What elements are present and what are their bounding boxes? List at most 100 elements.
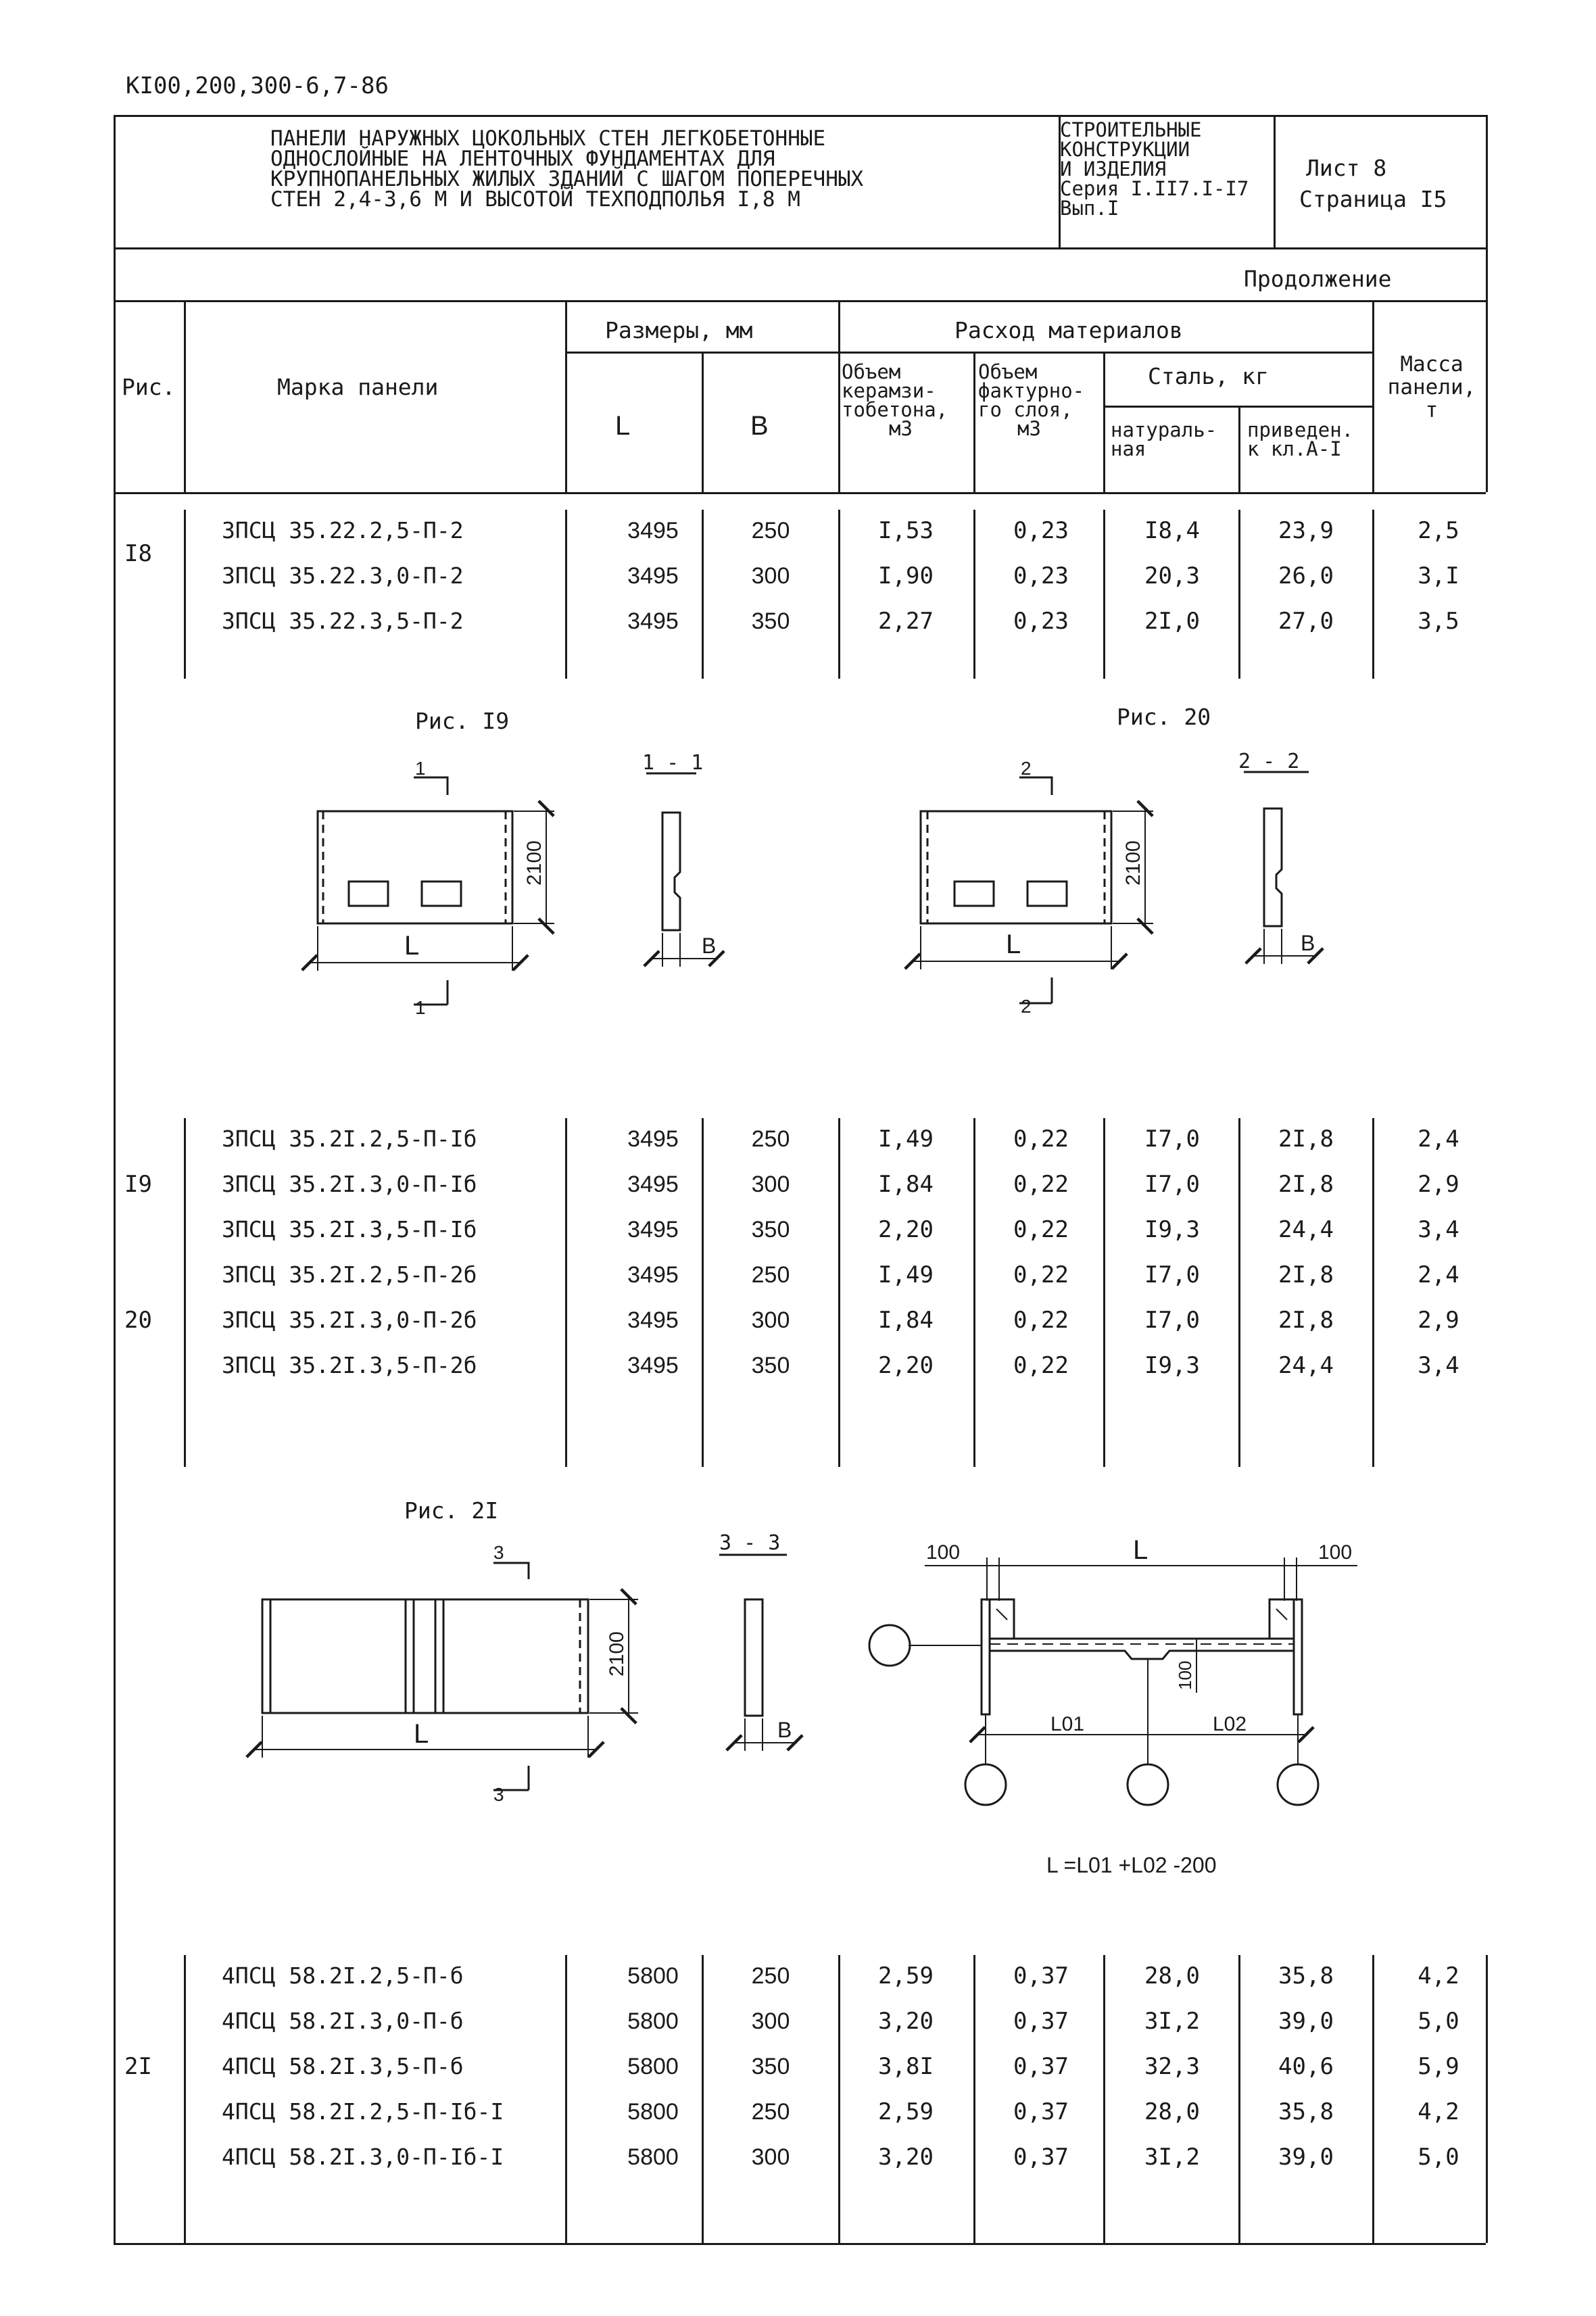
- fig20-height-dim: 2100: [1122, 840, 1144, 886]
- table-cell: 2,20: [878, 1352, 934, 1379]
- rule-line: [565, 510, 567, 679]
- table-cell: 3495: [627, 1217, 679, 1243]
- table-cell: 300: [751, 563, 790, 589]
- rule-line: [114, 510, 116, 679]
- fig19-caption: Рис. I9: [415, 708, 509, 734]
- series-line: Серия I.II7.I-I7: [1060, 177, 1249, 200]
- rule-line: [1059, 115, 1061, 247]
- rule-line: [1372, 300, 1374, 492]
- header-mass: Масса панели, т: [1378, 353, 1486, 422]
- rule-line: [114, 300, 1486, 302]
- table-cell: 250: [751, 2099, 790, 2125]
- plan-formula: L =L01 +L02 -200: [1046, 1853, 1216, 1877]
- sheet-number: Лист 8: [1306, 155, 1387, 181]
- figure-number: I9: [124, 1171, 152, 1198]
- fig20-thickness-dim: B: [1301, 931, 1315, 955]
- header-sizes: Размеры, мм: [605, 317, 753, 343]
- plan-dim-mid: 100: [1175, 1661, 1195, 1690]
- panel-mark-cell: 3ПСЦ 35.2I.3,0-П-Iб: [222, 1171, 477, 1197]
- table-cell: 2I,8: [1278, 1171, 1334, 1198]
- panel-mark-cell: 3ПСЦ 35.22.3,0-П-2: [222, 562, 464, 589]
- fig21-thickness-dim: B: [777, 1718, 792, 1742]
- fig21-cut-top: 3: [493, 1542, 504, 1563]
- table-cell: 0,22: [1013, 1126, 1069, 1153]
- table-cell: 3495: [627, 563, 679, 589]
- series-line: И ИЗДЕЛИЯ: [1060, 158, 1167, 180]
- header-line: приведен.: [1247, 418, 1354, 441]
- table-cell: 3,I: [1418, 562, 1459, 589]
- rule-line: [184, 1955, 186, 2243]
- fig19-section-label: 1 - 1: [642, 751, 703, 775]
- fig20-section: [1244, 771, 1324, 965]
- header-L: L: [615, 411, 631, 441]
- rule-line: [1238, 406, 1240, 492]
- table-cell: 0,22: [1013, 1307, 1069, 1334]
- fig20-section-label: 2 - 2: [1238, 750, 1299, 773]
- panel-mark-cell: 3ПСЦ 35.22.2,5-П-2: [222, 517, 464, 544]
- document-code: КI00,200,300-6,7-86: [126, 72, 389, 99]
- table-cell: I,84: [878, 1171, 934, 1198]
- panel-mark-cell: 3ПСЦ 35.22.3,5-П-2: [222, 608, 464, 634]
- table-cell: 3495: [627, 1172, 679, 1197]
- series-block: СТРОИТЕЛЬНЫЕ КОНСТРУКЦИИ И ИЗДЕЛИЯ Серия…: [1060, 120, 1249, 218]
- title-line: ОДНОСЛОЙНЫЕ НА ЛЕНТОЧНЫХ ФУНДАМЕНТАХ ДЛЯ: [270, 147, 775, 171]
- panel-mark-cell: 3ПСЦ 35.2I.2,5-П-Iб: [222, 1126, 477, 1152]
- table-cell: 2,5: [1418, 517, 1459, 544]
- table-cell: 3495: [627, 1126, 679, 1152]
- table-cell: 300: [751, 2144, 790, 2170]
- rule-line: [565, 1118, 567, 1467]
- table-cell: 2I,8: [1278, 1261, 1334, 1288]
- rule-line: [114, 115, 1486, 117]
- fig20-cut-bottom: 2: [1021, 996, 1032, 1017]
- table-cell: 24,4: [1278, 1216, 1334, 1243]
- table-cell: 3I,2: [1144, 2008, 1200, 2035]
- fig21-section-label: 3 - 3: [719, 1531, 780, 1555]
- rule-line: [1103, 352, 1105, 492]
- rule-line: [973, 352, 975, 492]
- header-steel: Сталь, кг: [1148, 363, 1269, 389]
- table-cell: 0,37: [1013, 1962, 1069, 1989]
- header-line: к кл.А-I: [1247, 437, 1342, 460]
- table-cell: 250: [751, 518, 790, 544]
- header-line: Объем: [842, 360, 901, 383]
- table-cell: 39,0: [1278, 2144, 1334, 2171]
- table-cell: 23,9: [1278, 517, 1334, 544]
- table-cell: 2,20: [878, 1216, 934, 1243]
- table-cell: 2,9: [1418, 1171, 1459, 1198]
- table-cell: 5800: [627, 1963, 679, 1989]
- table-cell: 0,37: [1013, 2144, 1069, 2171]
- table-cell: 5800: [627, 2008, 679, 2034]
- table-cell: 39,0: [1278, 2008, 1334, 2035]
- table-cell: 3495: [627, 1307, 679, 1333]
- rule-line: [702, 1955, 704, 2243]
- header-line: м3: [1017, 417, 1041, 440]
- series-line: СТРОИТЕЛЬНЫЕ: [1060, 118, 1202, 141]
- panel-mark-cell: 4ПСЦ 58.2I.2,5-П-б: [222, 1962, 464, 1989]
- fig19-elevation: [301, 776, 555, 1006]
- rule-line: [114, 2243, 1486, 2245]
- table-cell: 300: [751, 2008, 790, 2034]
- table-cell: 2I,8: [1278, 1126, 1334, 1153]
- table-cell: I,90: [878, 562, 934, 589]
- table-cell: 3495: [627, 608, 679, 634]
- figure-number: I8: [124, 539, 152, 567]
- rule-line: [565, 300, 567, 492]
- fig19-cut-bottom: 1: [415, 997, 426, 1018]
- fig21-plan: [868, 1558, 1357, 1806]
- panel-mark-cell: 3ПСЦ 35.2I.3,5-П-Iб: [222, 1216, 477, 1243]
- fig21-section: [719, 1553, 804, 1752]
- header-line: го слоя,: [978, 398, 1073, 421]
- table-cell: 2,59: [878, 1962, 934, 1989]
- rule-line: [702, 352, 704, 492]
- header-line: панели,: [1387, 375, 1476, 400]
- plan-dim-L01: L01: [1050, 1713, 1084, 1735]
- fig21-length-dim: L: [414, 1719, 429, 1749]
- rule-line: [1103, 406, 1372, 408]
- table-cell: 2,9: [1418, 1307, 1459, 1334]
- table-cell: I7,0: [1144, 1261, 1200, 1288]
- fig21-height-dim: 2100: [606, 1631, 628, 1676]
- rule-line: [838, 352, 1372, 354]
- table-cell: 2I,0: [1144, 608, 1200, 635]
- rule-line: [838, 300, 840, 492]
- header-volume-facing: Объем фактурно- го слоя, м3: [978, 362, 1084, 440]
